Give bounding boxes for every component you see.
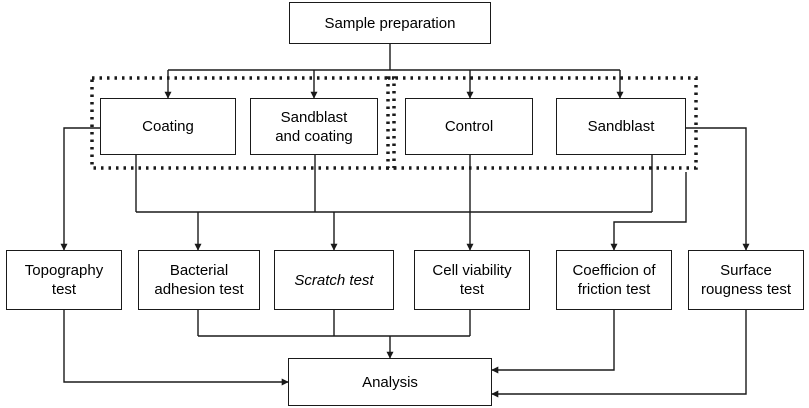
node-coefficion-of-friction-test: Coefficion of friction test <box>556 250 672 310</box>
node-sandblast: Sandblast <box>556 98 686 155</box>
arrow-rougness-to-analysis <box>491 310 747 398</box>
node-scratch-test-label: Scratch test <box>294 271 374 289</box>
node-cell-viability-test: Cell viability test <box>414 250 530 310</box>
arrow-to-coefficion-of-friction-test <box>610 172 687 251</box>
node-coefficion-of-friction-test-label: Coefficion of friction test <box>572 262 656 298</box>
node-coating-label: Coating <box>142 118 194 135</box>
node-sandblast-label: Sandblast <box>587 118 655 135</box>
dotted-group-frame-left <box>90 76 396 170</box>
arrow-to-surface-rougness-test <box>686 127 750 251</box>
node-sample-preparation: Sample preparation <box>289 2 491 44</box>
node-topography-test: Topography test <box>6 250 122 310</box>
node-control-label: Control <box>444 118 494 135</box>
node-surface-rougness-test-label: Surface rougness test <box>700 262 792 298</box>
node-cell-viability-test-label: Cell viability test <box>432 262 512 298</box>
group-collector-line <box>135 155 653 213</box>
node-sandblast-and-coating-label: Sandblast and coating <box>275 108 353 145</box>
node-sandblast-and-coating: Sandblast and coating <box>250 98 378 155</box>
dotted-group-frame-right <box>386 76 698 170</box>
node-sample-preparation-label: Sample preparation <box>324 14 456 32</box>
arrow-friction-to-analysis <box>491 310 615 374</box>
node-coating: Coating <box>100 98 236 155</box>
node-surface-rougness-test: Surface rougness test <box>688 250 804 310</box>
arrow-to-topography-test <box>60 127 100 251</box>
node-bacterial-adhesion-test-label: Bacterial adhesion test <box>154 262 244 298</box>
node-topography-test-label: Topography test <box>24 262 104 298</box>
test-collector-line <box>197 310 471 337</box>
node-control: Control <box>405 98 533 155</box>
node-analysis: Analysis <box>288 358 492 406</box>
root-connector <box>168 44 620 71</box>
arrow-topography-to-analysis <box>63 310 289 386</box>
node-bacterial-adhesion-test: Bacterial adhesion test <box>138 250 260 310</box>
node-scratch-test: Scratch test <box>274 250 394 310</box>
node-analysis-label: Analysis <box>362 373 418 391</box>
